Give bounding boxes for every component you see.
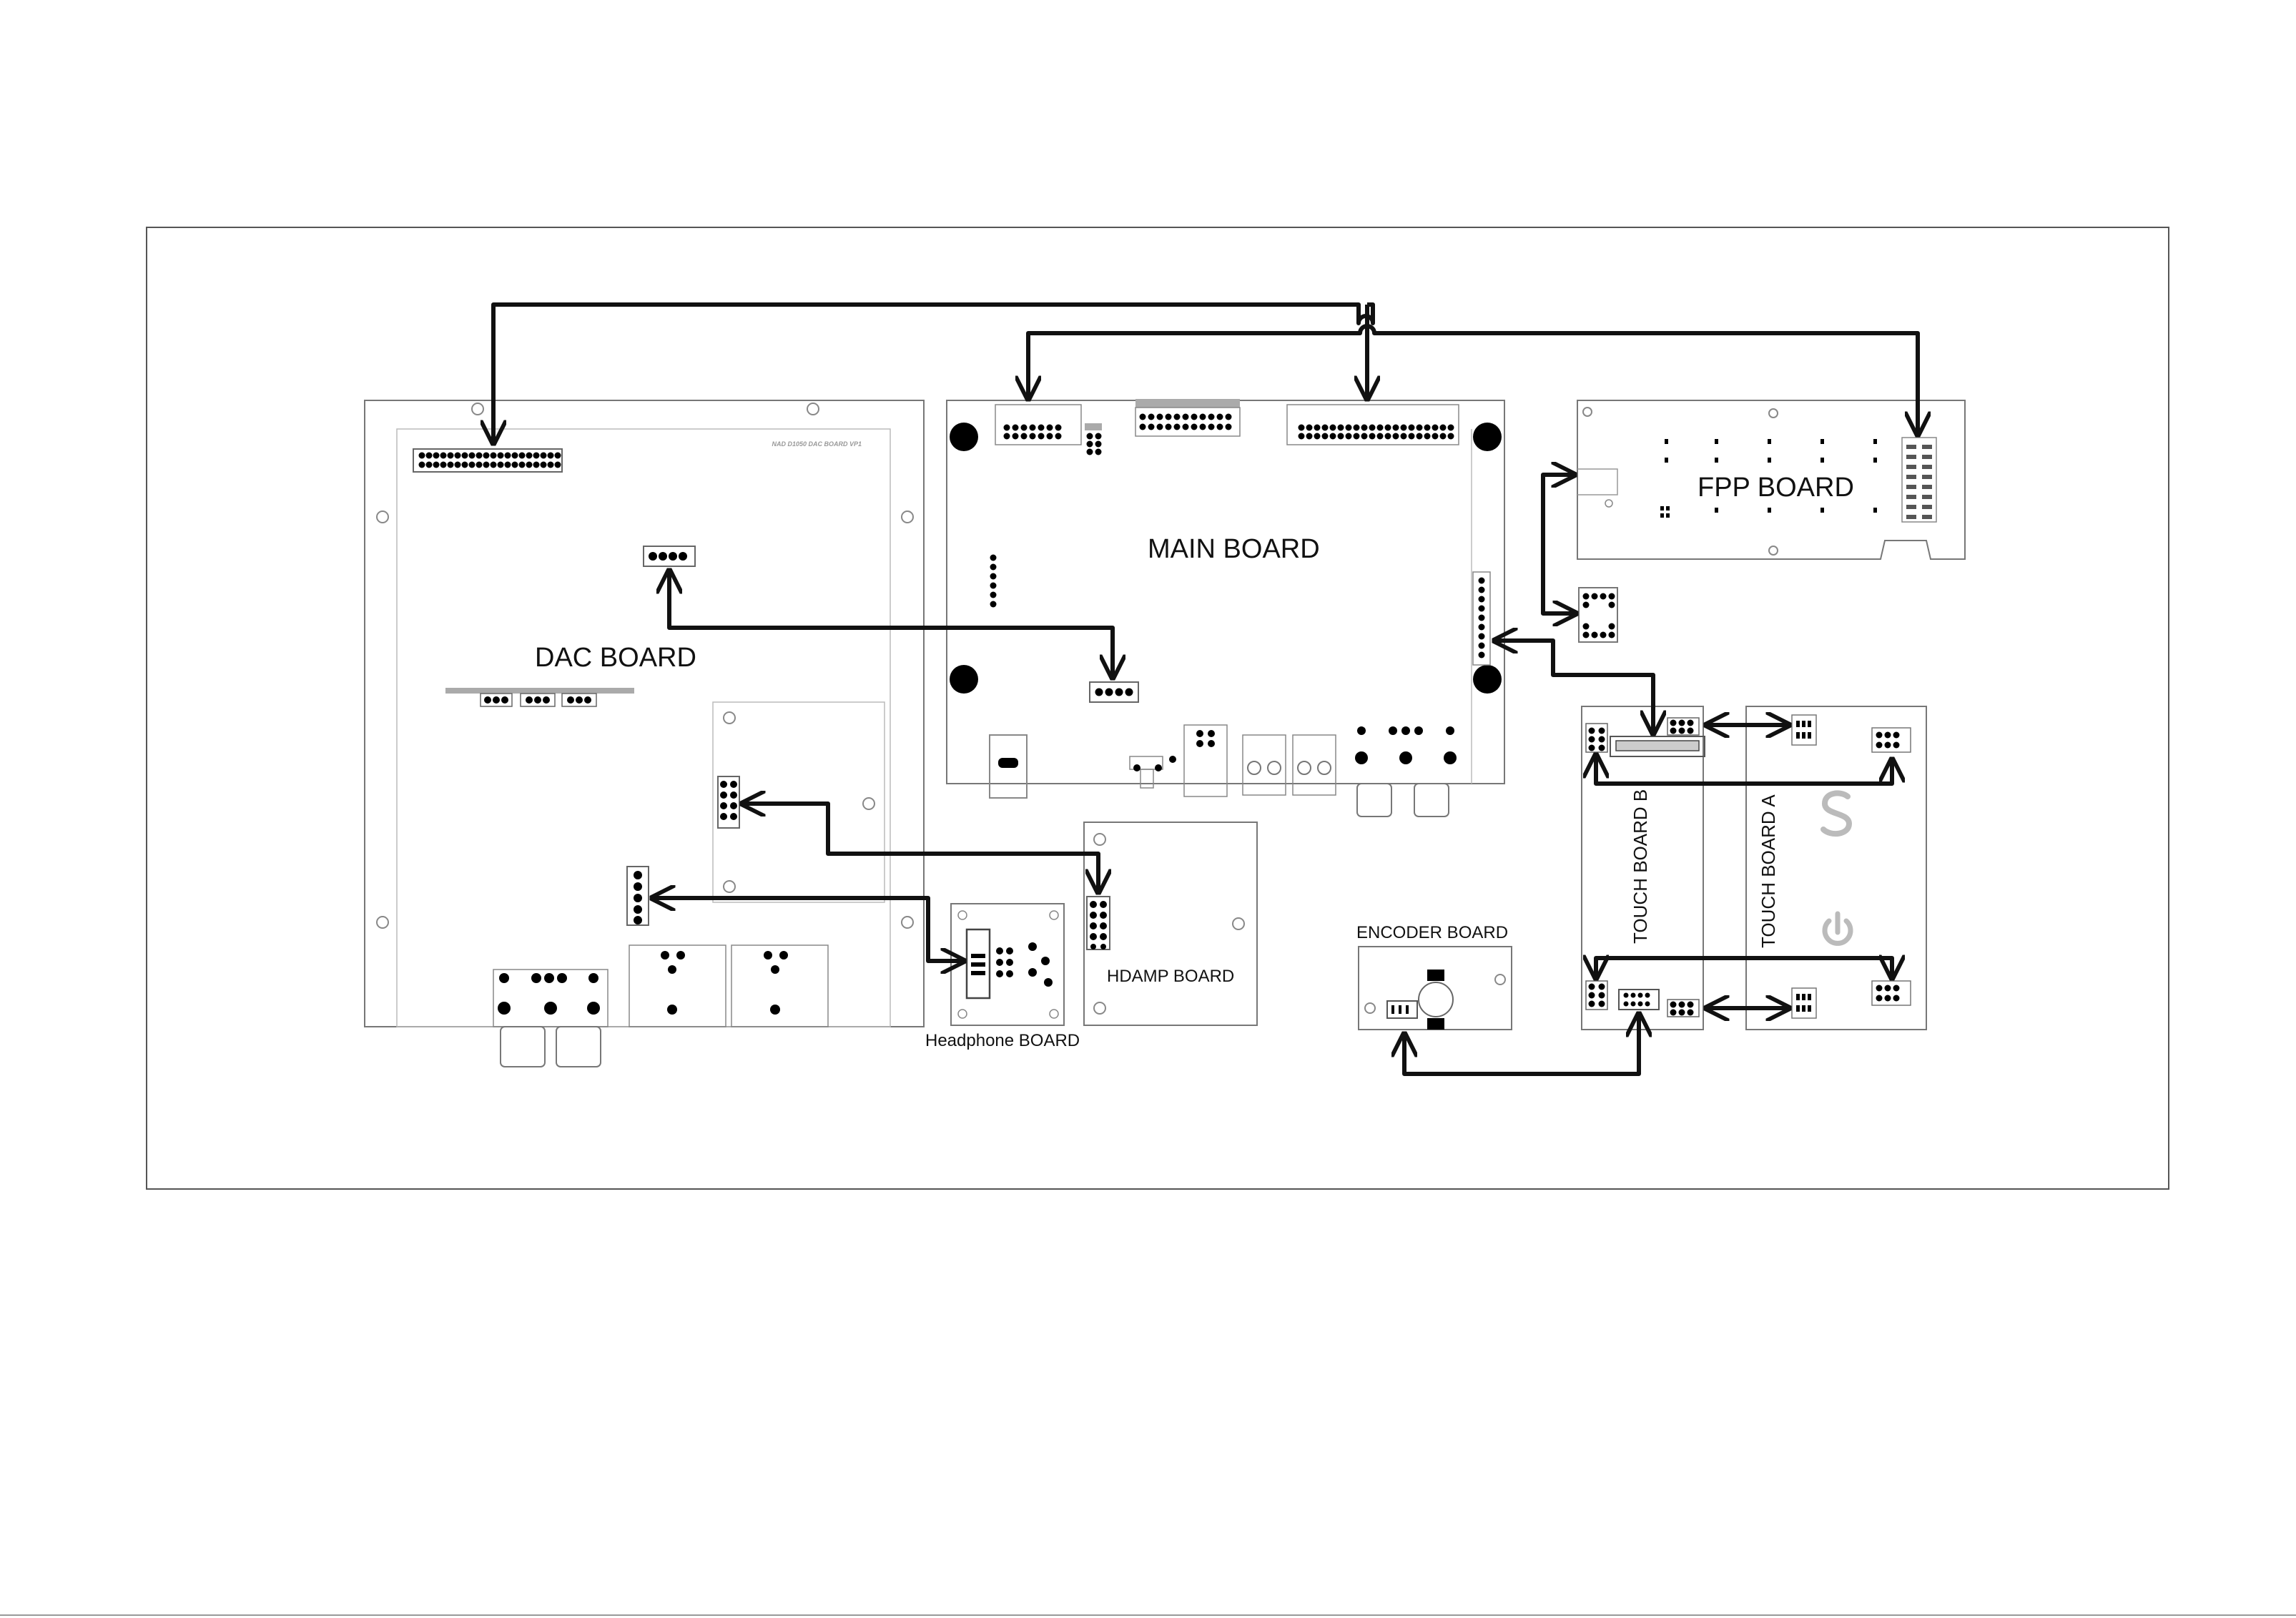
logo-s-icon [1823, 793, 1849, 834]
fpp-aux-connector [1579, 588, 1617, 642]
encoder-board-label: ENCODER BOARD [1356, 923, 1508, 942]
wire-dac-to-main-header [493, 305, 1373, 442]
main-board-label: MAIN BOARD [1148, 534, 1320, 564]
wire-dac5-to-headphone [654, 898, 962, 961]
main-board: MAIN BOARD [947, 399, 1504, 817]
dac-top-header-pins [419, 453, 561, 468]
wire-dac6-to-hdamp [744, 804, 1098, 891]
headphone-board: Headphone BOARD [925, 904, 1080, 1050]
wires [493, 305, 1918, 1074]
power-icon [1825, 914, 1851, 943]
wire-dac4-to-main4 [669, 572, 1113, 676]
wire-main-to-touch-b [1496, 641, 1653, 732]
touch-board-a-label: TOUCH BOARD A [1758, 794, 1779, 948]
fpp-board: FPP BOARD [1577, 400, 1965, 559]
headphone-board-label: Headphone BOARD [925, 1031, 1080, 1050]
fpp-board-label: FPP BOARD [1698, 473, 1854, 503]
touch-board-a: TOUCH BOARD A [1746, 706, 1926, 1030]
wire-main-to-fpp-aux [1543, 475, 1575, 613]
encoder-board: ENCODER BOARD [1356, 923, 1512, 1030]
wire-touch-b-to-a-lower-right [1596, 958, 1892, 977]
wire-touch-b-to-a-right [1596, 756, 1892, 784]
hdamp-board: HDAMP BOARD [1084, 822, 1257, 1025]
dac-board-label: DAC BOARD [535, 643, 696, 673]
diagram-frame [147, 227, 2169, 1189]
hdamp-board-label: HDAMP BOARD [1107, 967, 1234, 986]
touch-board-b-label: TOUCH BOARD B [1630, 789, 1651, 944]
touch-board-b: TOUCH BOARD B [1582, 706, 1705, 1030]
dac-board: NAD D1050 DAC BOARD VP1 [365, 400, 924, 1067]
dac-silk-text: NAD D1050 DAC BOARD VP1 [772, 440, 862, 448]
